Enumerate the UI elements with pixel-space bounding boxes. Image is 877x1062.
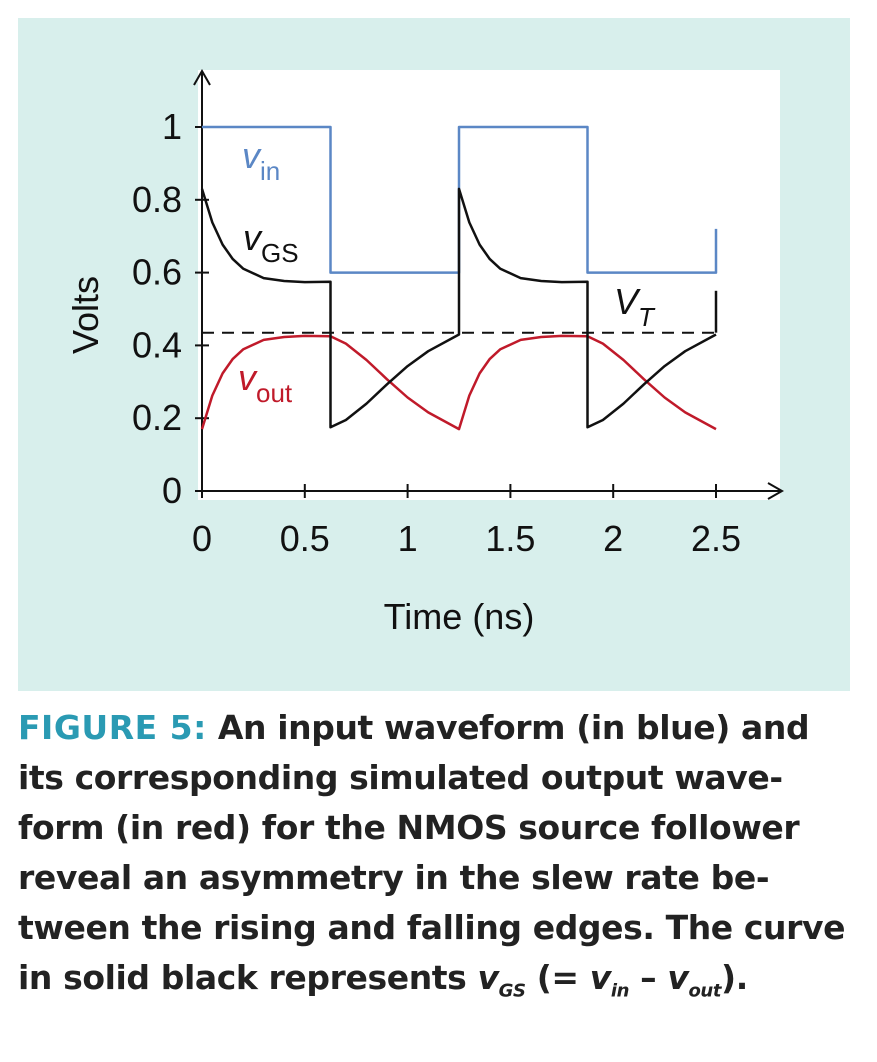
y-tick-label: 0.2 bbox=[132, 397, 182, 438]
y-tick-label: 0.6 bbox=[132, 252, 182, 293]
caption-v-gs: vGS bbox=[477, 958, 526, 1000]
series-label-vin: vin bbox=[242, 135, 280, 186]
series-label-vgs-main: v bbox=[243, 217, 263, 258]
caption-line-5: tween the rising and falling edges. The … bbox=[18, 908, 846, 947]
caption-v: v bbox=[667, 958, 689, 997]
x-tick-label: 1 bbox=[398, 518, 418, 559]
series-label-vout: vout bbox=[238, 357, 293, 408]
caption-sub-in: in bbox=[610, 980, 630, 1002]
series-label-vout-main: v bbox=[238, 357, 258, 398]
series-line-vout bbox=[200, 334, 717, 431]
caption-v-in: vin bbox=[589, 958, 630, 1000]
series-line-vin bbox=[202, 125, 718, 274]
series-line-vgs bbox=[200, 187, 717, 429]
caption-line-3: form (in red) for the NMOS source follow… bbox=[18, 808, 800, 847]
x-tick-label: 1.5 bbox=[485, 518, 535, 559]
caption-paren-open: (= bbox=[536, 958, 579, 997]
y-axis-arrow bbox=[193, 68, 211, 86]
y-axis-title: Volts bbox=[65, 276, 106, 354]
caption-minus: – bbox=[640, 958, 657, 997]
caption-line-2: its corresponding simulated output wave- bbox=[18, 758, 783, 797]
series-label-vin-sub: in bbox=[260, 156, 280, 186]
figure-caption: FIGURE 5: An input waveform (in blue) an… bbox=[18, 703, 858, 1003]
caption-line-1: An input waveform (in blue) and bbox=[217, 708, 810, 747]
y-tick-label: 0.8 bbox=[132, 179, 182, 220]
caption-line-4: reveal an asymmetry in the slew rate be- bbox=[18, 858, 770, 897]
caption-line-6-prefix: in solid black represents bbox=[18, 958, 467, 997]
series-label-vt: VT bbox=[614, 281, 656, 332]
x-tick-label: 0.5 bbox=[280, 518, 330, 559]
x-axis-arrow bbox=[767, 482, 785, 500]
caption-v-out: vout bbox=[667, 958, 721, 1000]
x-tick-label: 0 bbox=[192, 518, 212, 559]
series-label-vgs-sub: GS bbox=[261, 238, 299, 268]
caption-sub-gs: GS bbox=[498, 980, 526, 1002]
caption-v: v bbox=[589, 958, 612, 997]
caption-sub-out: out bbox=[688, 980, 722, 1002]
plot-area bbox=[198, 70, 780, 500]
caption-paren-close: ). bbox=[721, 958, 748, 997]
caption-v: v bbox=[477, 958, 500, 997]
series-label-vgs: vGS bbox=[243, 217, 299, 268]
x-axis-title: Time (ns) bbox=[384, 596, 535, 637]
series-label-vin-main: v bbox=[242, 135, 262, 176]
y-tick-label: 0.4 bbox=[132, 324, 182, 365]
caption-label: FIGURE 5: bbox=[18, 708, 207, 747]
x-tick-label: 2 bbox=[603, 518, 623, 559]
x-tick-label: 2.5 bbox=[691, 518, 741, 559]
series-label-vt-sub: T bbox=[638, 302, 656, 332]
y-tick-label: 0 bbox=[162, 470, 182, 511]
series-label-vt-main: V bbox=[614, 281, 641, 322]
y-tick-label: 1 bbox=[162, 106, 182, 147]
caption-line-6: in solid black represents vGS (= vin – v… bbox=[18, 958, 748, 1000]
series-label-vout-sub: out bbox=[256, 378, 293, 408]
